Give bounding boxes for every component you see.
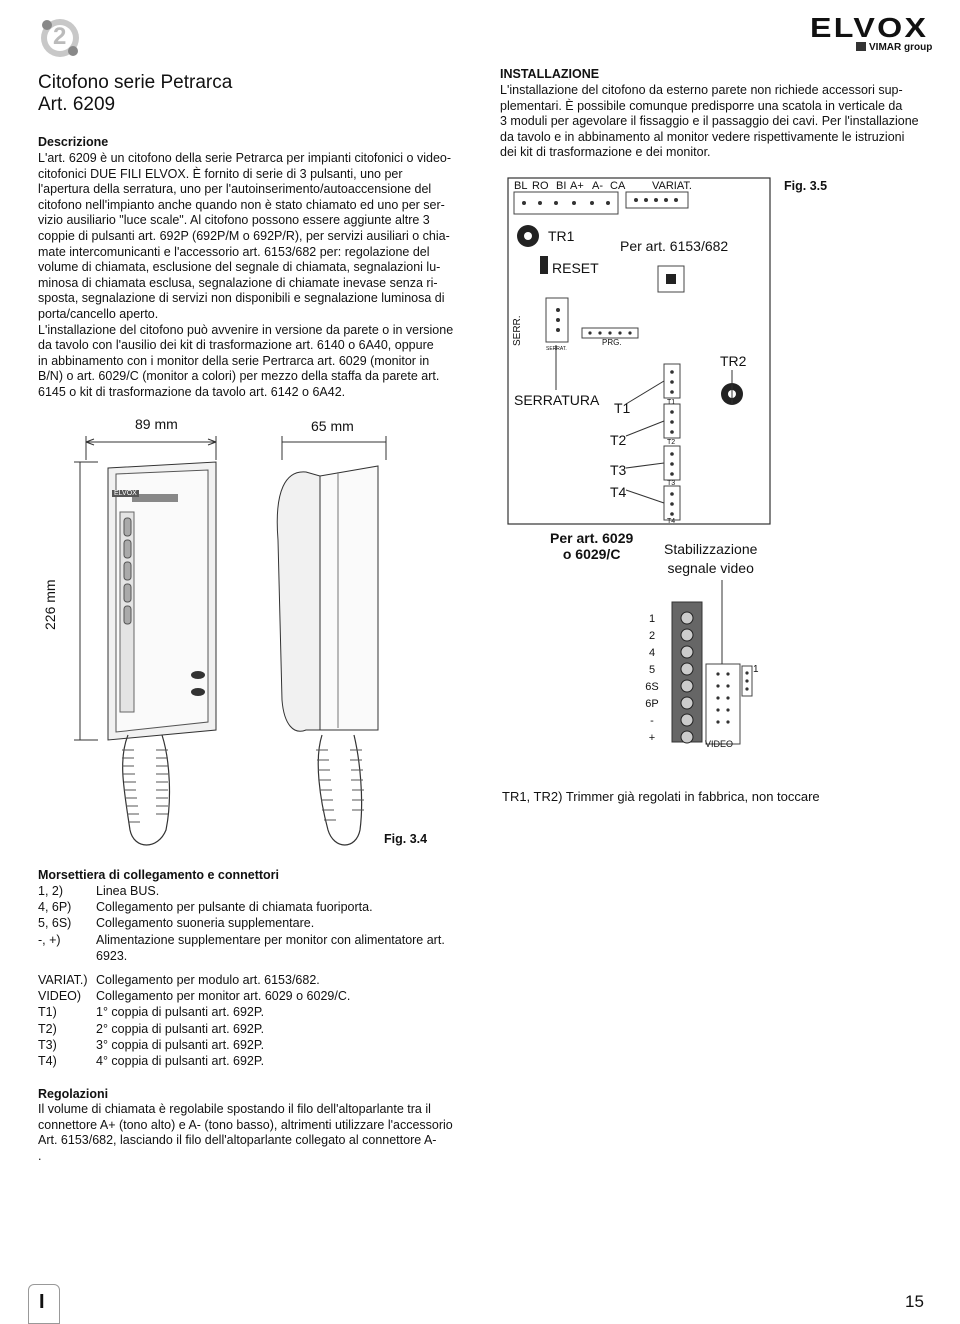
legend-key: 4, 6P): [38, 900, 72, 915]
legend-key: 5, 6S): [38, 916, 72, 931]
text-line: citofono nell'impianto anche quando non …: [38, 197, 445, 212]
prg-label: PRG.: [602, 338, 622, 347]
language-label: I: [39, 1291, 45, 1313]
legend-key: VIDEO): [38, 989, 82, 1004]
text-line: Art. 6153/682, lasciando il filo dell'al…: [38, 1133, 437, 1148]
text-line: dei kit di trasformazione e dei monitor.: [500, 145, 711, 160]
tr1-label: TR1: [548, 228, 575, 244]
legend-value: Collegamento suoneria supplementare.: [96, 916, 315, 931]
t3-label: T3: [610, 462, 627, 478]
tr2-label: TR2: [720, 353, 747, 369]
group-label: VIMAR group: [856, 42, 932, 53]
text-line: Il volume di chiamata è regolabile spost…: [38, 1102, 431, 1116]
text-line: da tavolo e in abbinamento al monitor ve…: [500, 129, 905, 144]
text-line: L'installazione del citofono può avvenir…: [38, 322, 454, 337]
descr-heading: Descrizione: [38, 135, 109, 149]
legend-key: 1, 2): [38, 884, 64, 898]
text-line: sposta, segnalazione di servizi non disp…: [38, 291, 445, 306]
legend-key: T3): [38, 1037, 57, 1052]
legend-value: 6923.: [96, 948, 128, 963]
serr-vertical-label: SERR.: [512, 315, 523, 346]
text-line: volume di chiamata, esclusione del segna…: [38, 260, 441, 275]
brand-wordmark: ELVOX: [810, 12, 929, 43]
t3-small: T3: [667, 480, 676, 487]
reset-label: RESET: [552, 260, 599, 276]
legend-value: Alimentazione supplementare per monitor …: [96, 932, 445, 947]
legend-key: -, +): [38, 932, 61, 947]
legend-value: Collegamento per modulo art. 6153/682.: [96, 973, 320, 987]
text-line: B/N) o art. 6029/C (monitor a colori) pe…: [38, 369, 440, 384]
page-title: Citofono serie Petrarca Art. 6209: [38, 72, 233, 115]
text-line: 3 moduli per agevolare il fissaggio e il…: [500, 114, 919, 129]
per-6029-label: Per art. 6029 o 6029/C: [550, 530, 634, 562]
circuit-drawing: [507, 177, 771, 745]
dim-width-left: 89 mm: [135, 416, 178, 432]
t4-small: T4: [667, 518, 676, 525]
handset-brand-label: ELVOX: [112, 490, 139, 497]
legend-value: 2° coppia di pulsanti art. 692P.: [96, 1021, 265, 1036]
chapter-badge: 2: [38, 14, 82, 60]
text-line: l'apertura della serratura, uno per l'au…: [38, 182, 432, 197]
fig-3-5-caption: Fig. 3.5: [784, 179, 828, 193]
morsettiera-heading: Morsettiera di collegamento e connettori: [38, 868, 280, 882]
legend-value: 1° coppia di pulsanti art. 692P.: [96, 1005, 265, 1020]
legend-value: 3° coppia di pulsanti art. 692P.: [96, 1037, 265, 1052]
brand-logo: ELVOX: [808, 12, 929, 43]
page-number: 15: [905, 1292, 924, 1311]
vimar-icon: [856, 42, 866, 51]
legend-key: T2): [38, 1021, 57, 1036]
text-line: connettore A+ (tono alto) e A- (tono bas…: [38, 1117, 453, 1132]
text-line: plementari. È possibile comunque predisp…: [500, 98, 903, 113]
figure-3-4: 89 mm 65 mm 226 mm: [38, 400, 468, 850]
t1-small: T1: [667, 399, 676, 406]
t2-small: T2: [667, 439, 676, 446]
regolazioni-body: Il volume di chiamata è regolabile spost…: [38, 1102, 468, 1164]
text-line: 6145 o kit di trasformazione da tavolo a…: [38, 384, 346, 399]
text-line: L'installazione del citofono da esterno …: [500, 83, 903, 97]
video-pin-label: 1: [753, 664, 759, 675]
legend-value: 4° coppia di pulsanti art. 692P.: [96, 1054, 265, 1068]
install-heading: INSTALLAZIONE: [500, 67, 600, 81]
text-line: L'art. 6209 è un citofono della serie Pe…: [38, 151, 452, 165]
legend-key: T4): [38, 1054, 57, 1068]
elvox-logo-mark: [808, 14, 926, 40]
trimmer-note: TR1, TR2) Trimmer già regolati in fabbri…: [502, 789, 820, 804]
t2-label: T2: [610, 432, 627, 448]
handset-drawing: [74, 436, 387, 846]
legend-value: Linea BUS.: [96, 884, 160, 898]
chapter-number: 2: [53, 23, 67, 50]
video-label: VIDEO: [705, 739, 734, 749]
dim-width-right: 65 mm: [311, 418, 354, 434]
text-line: mate intercomunicanti e l'accessorio art…: [38, 244, 430, 259]
descr-body: L'art. 6209 è un citofono della serie Pe…: [38, 151, 460, 401]
text-line: porta/cancello aperto.: [38, 306, 159, 321]
serrat-small-label: SERRAT.: [546, 346, 567, 352]
text-line: in abbinamento con i monitor della serie…: [38, 353, 430, 368]
legend-key: VARIAT.): [38, 973, 88, 987]
serratura-label: SERRATURA: [514, 392, 600, 408]
text-line: minosa di chiamata esclusa, segnalazione…: [38, 275, 438, 290]
terminal-labels: 1 2 4 5 6S 6P - +: [645, 613, 659, 744]
text-line: da tavolo con l'ausilio dei kit di trasf…: [38, 338, 434, 353]
install-body: L'installazione del citofono da esterno …: [500, 83, 923, 161]
figure-3-5: BL RO BI A+ A- CA VARIAT. Fig. 3.5 TR1 R…: [506, 170, 926, 810]
stabilizzazione-label: Stabilizzazione segnale video: [664, 541, 758, 576]
legend-key: T1): [38, 1005, 57, 1020]
text-line: .: [38, 1148, 42, 1163]
text-line: citofonici DUE FILI ELVOX. È fornito di …: [38, 166, 403, 181]
language-tab: I: [28, 1284, 60, 1324]
regolazioni-heading: Regolazioni: [38, 1087, 109, 1101]
per-6153-label: Per art. 6153/682: [620, 238, 729, 254]
legend-value: Collegamento per pulsante di chiamata fu…: [96, 900, 373, 915]
t4-label: T4: [610, 484, 627, 500]
text-line: vizio ausiliario "luce scale". Al citofo…: [38, 213, 430, 228]
fig-3-4-caption: Fig. 3.4: [384, 832, 428, 846]
legend-value: Collegamento per monitor art. 6029 o 602…: [96, 989, 351, 1004]
text-line: coppie di pulsanti art. 692P (692P/M o 6…: [38, 228, 450, 243]
variat-label: VARIAT.: [652, 180, 692, 192]
t1-label: T1: [614, 400, 631, 416]
